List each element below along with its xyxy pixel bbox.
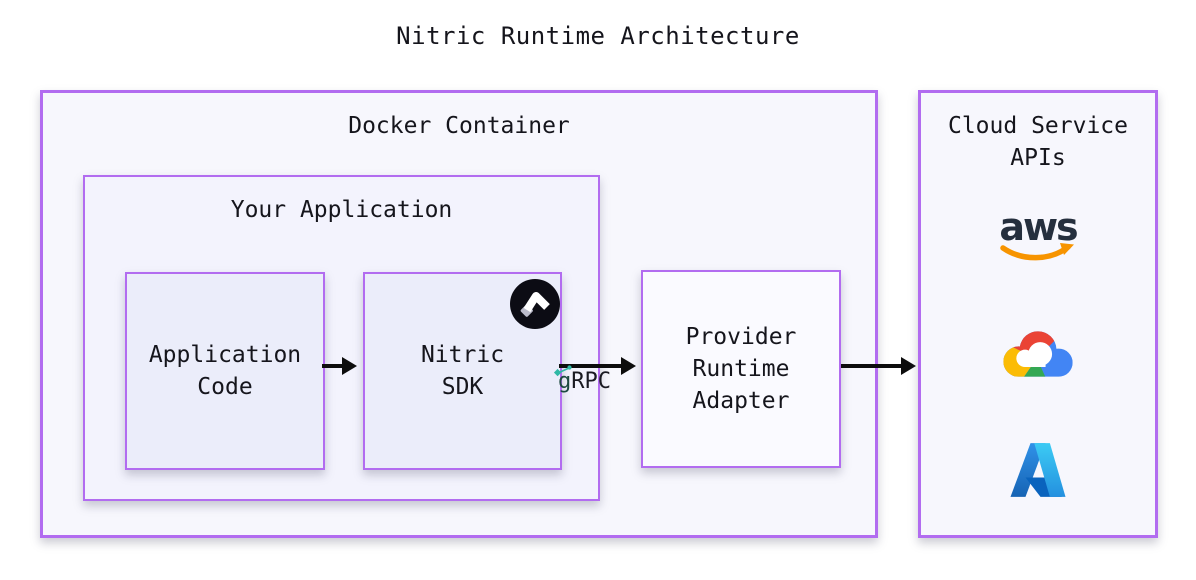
azure-logo-icon [1010, 443, 1066, 497]
your-application-label: Your Application [230, 197, 453, 223]
docker-container-label: Docker Container [348, 113, 570, 139]
cloud-service-apis-box: Cloud Service APIs aws [918, 90, 1158, 538]
provider-label-line3: Adapter [692, 388, 790, 414]
grpc-label: gRPC [554, 365, 611, 396]
arrow-appcode-to-sdk [322, 357, 357, 375]
application-code-box: Application Code [125, 272, 325, 470]
application-code-label-line2: Code [197, 374, 253, 400]
grpc-label-rpc: RPC [571, 369, 611, 394]
cloud-label-line2: APIs [1010, 145, 1066, 171]
nitric-sdk-label-line2: SDK [441, 374, 484, 400]
docker-container-box: Docker Container Your Application Applic… [40, 90, 878, 538]
nitric-sdk-label-line1: Nitric [420, 342, 505, 368]
aws-logo-text: aws [999, 208, 1077, 249]
arrow-sdk-to-provider [559, 357, 636, 375]
grpc-label-g: g [558, 369, 572, 394]
your-application-box: Your Application Application Code Nitric… [83, 175, 600, 501]
arrow-provider-to-cloud [841, 357, 916, 375]
nitric-sdk-box: Nitric SDK [363, 272, 562, 470]
google-cloud-logo-icon [1003, 331, 1073, 377]
diagram-title: Nitric Runtime Architecture [396, 22, 800, 50]
provider-label-line1: Provider [685, 324, 797, 350]
nitric-logo-icon [510, 279, 560, 329]
cloud-label-line1: Cloud Service [947, 113, 1128, 139]
cloud-service-apis-label: Cloud Service APIs [921, 110, 1155, 174]
aws-logo-icon: aws [999, 208, 1079, 261]
provider-runtime-adapter-box: Provider Runtime Adapter [641, 270, 841, 468]
grpc-compass-icon [554, 365, 572, 377]
application-code-label-line1: Application [148, 342, 302, 368]
provider-label-line2: Runtime [692, 356, 790, 382]
